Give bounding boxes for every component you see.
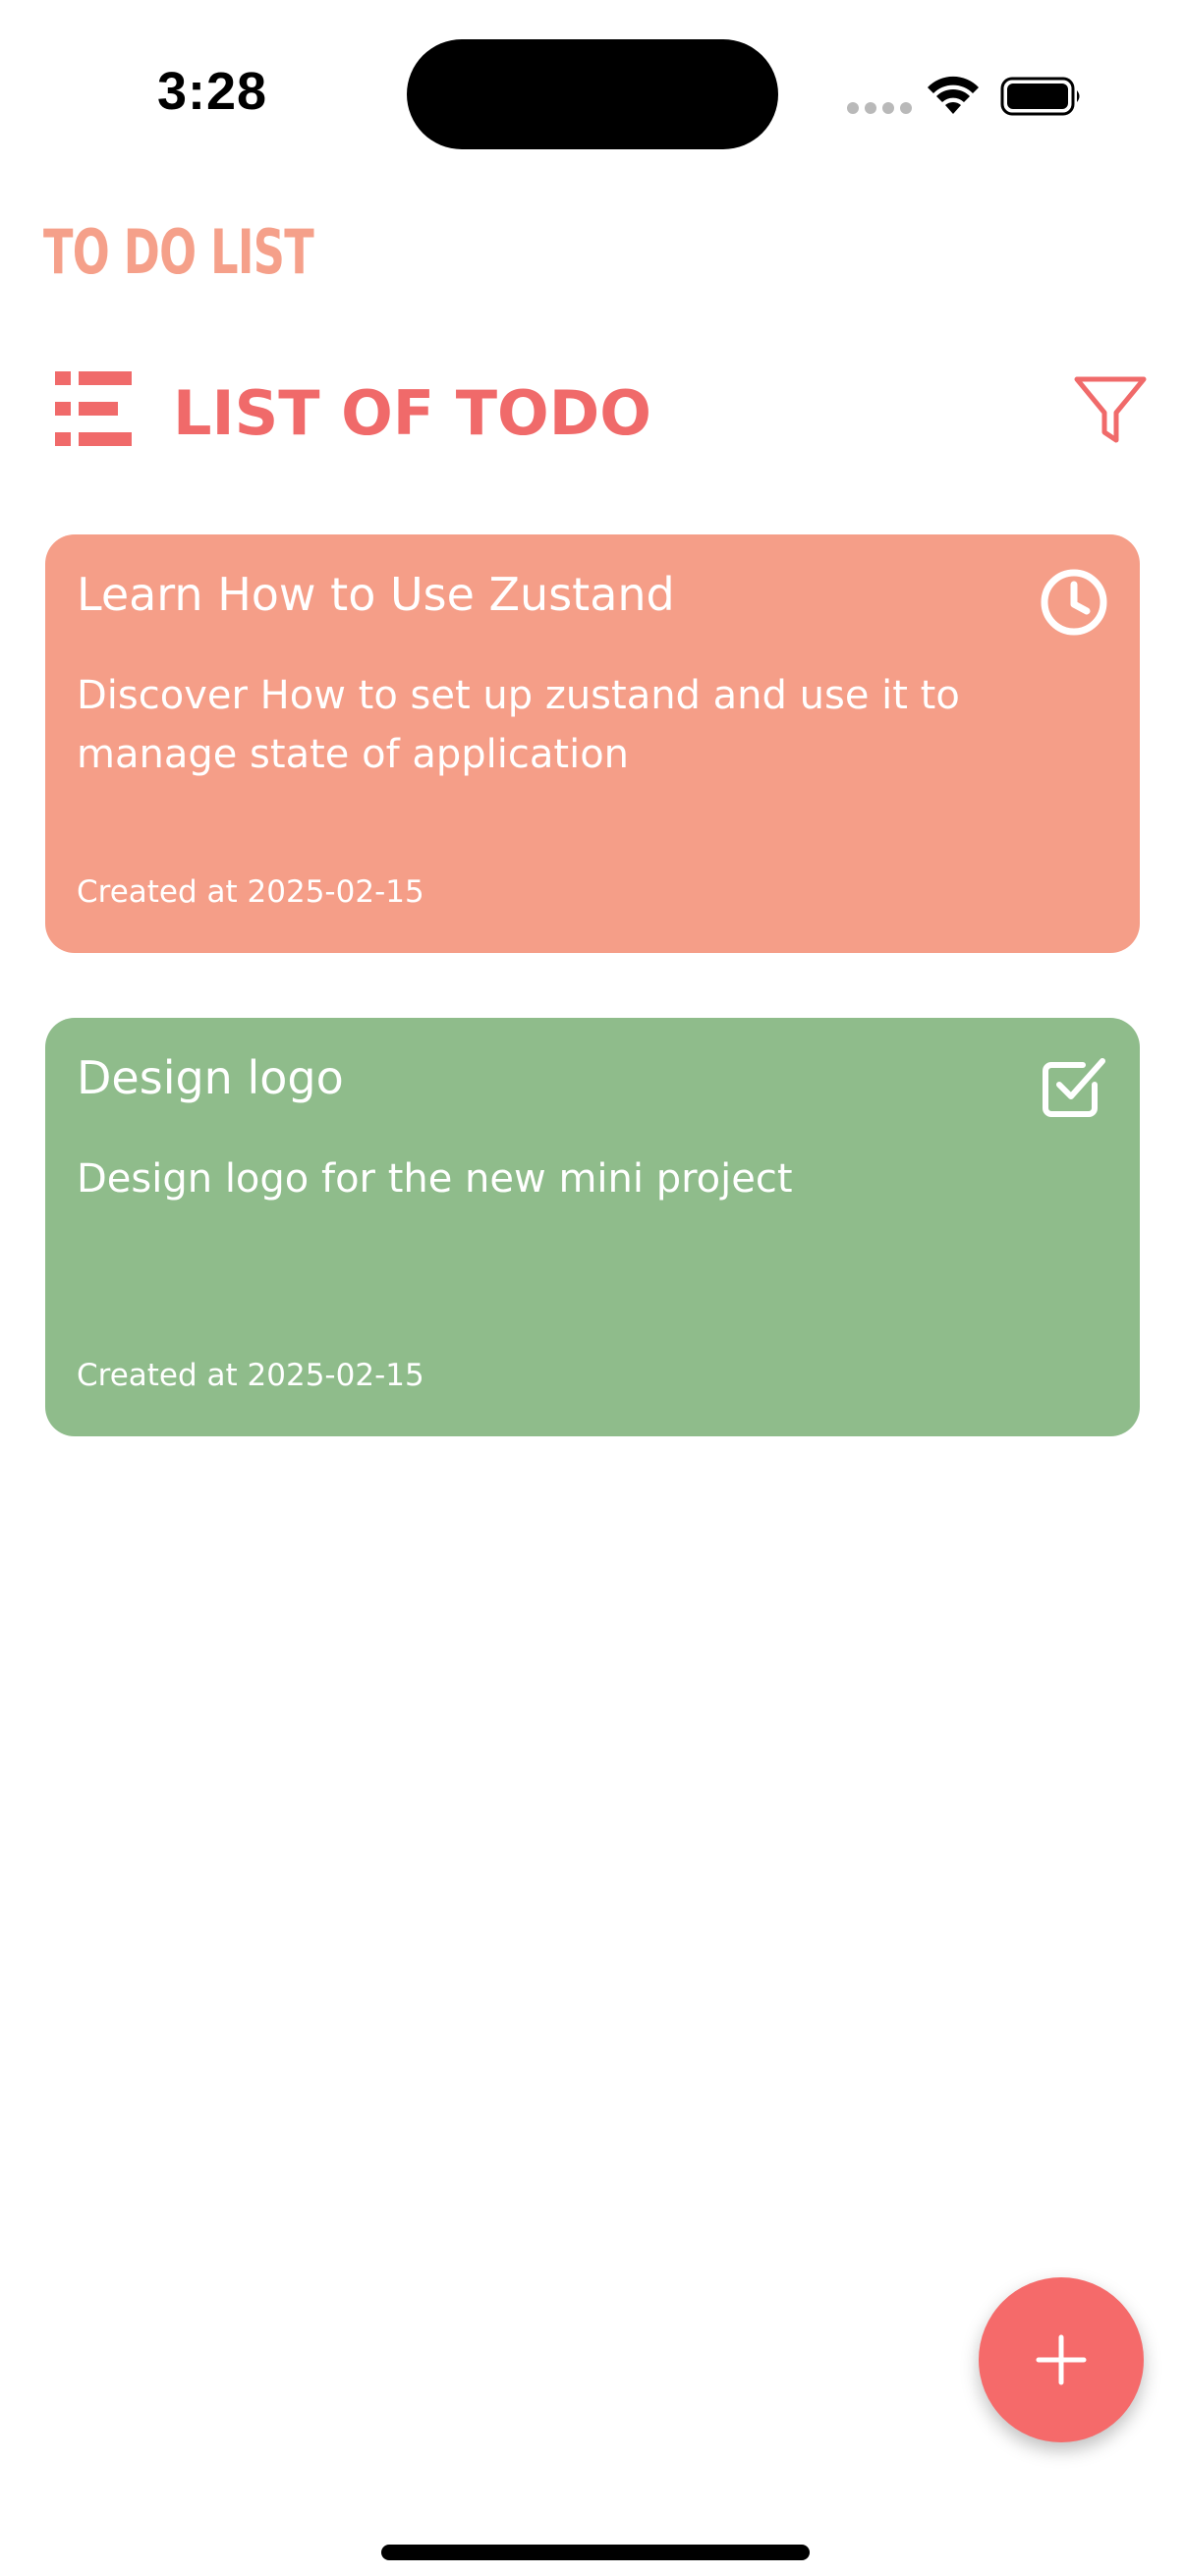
status-time: 3:28: [157, 62, 268, 121]
todo-card[interactable]: Learn How to Use Zustand Discover How to…: [45, 534, 1140, 953]
add-todo-button[interactable]: [979, 2277, 1144, 2442]
section-title: LIST OF TODO: [173, 377, 651, 449]
cellular-signal-icon: [847, 102, 912, 114]
app-title: TO DO LIST: [43, 216, 314, 288]
filter-icon[interactable]: [1073, 373, 1148, 448]
battery-icon: [1000, 77, 1080, 116]
list-icon: [55, 371, 132, 446]
wifi-icon: [928, 76, 979, 114]
todo-description: Discover How to set up zustand and use i…: [77, 673, 960, 777]
todo-card[interactable]: Design logo Design logo for the new mini…: [45, 1018, 1140, 1436]
todo-description: Design logo for the new mini project: [77, 1156, 793, 1202]
todo-title: Design logo: [77, 1051, 344, 1104]
home-indicator[interactable]: [381, 2545, 810, 2560]
dynamic-island: [407, 39, 778, 149]
clock-icon[interactable]: [1040, 568, 1108, 637]
checkbox-checked-icon[interactable]: [1040, 1051, 1108, 1120]
plus-icon: [1036, 2334, 1087, 2385]
todo-created-date: Created at 2025-02-15: [77, 1358, 424, 1393]
todo-created-date: Created at 2025-02-15: [77, 874, 424, 910]
todo-title: Learn How to Use Zustand: [77, 568, 675, 621]
